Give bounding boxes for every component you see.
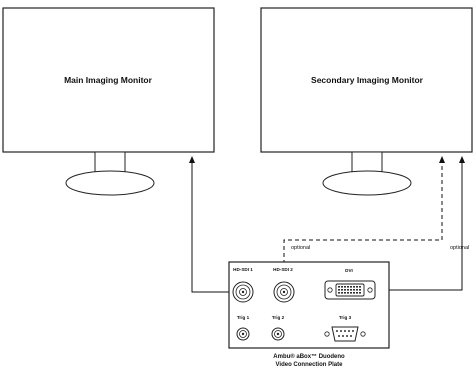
trig2-port — [271, 327, 285, 341]
trig2-label: Trig 2 — [271, 315, 285, 320]
secondary-monitor — [260, 7, 473, 196]
plate-caption-line2: Video Connection Plate — [275, 362, 343, 368]
dvi-label: DVI — [345, 268, 353, 273]
arrow-secondary-dashed — [439, 156, 445, 163]
hdsdi1-label: HD-SDI 1 — [233, 267, 253, 272]
plate-caption-line1: Ambu® aBox™ Duodeno — [273, 354, 345, 360]
trig1-port — [236, 327, 250, 341]
trig3-label: Trig 3 — [338, 315, 352, 320]
hdsdi1-port — [232, 281, 254, 303]
optional-label-right: optional — [450, 245, 470, 251]
arrow-main — [189, 156, 195, 163]
arrow-secondary-solid — [459, 156, 465, 163]
optional-label-left: optional — [291, 245, 311, 251]
main-monitor — [2, 7, 215, 196]
cable-dvi-secondary — [374, 162, 463, 291]
hdsdi2-label: HD-SDI 2 — [273, 267, 293, 272]
hdsdi2-port — [273, 281, 295, 303]
cable-hdsdi1-main — [191, 162, 243, 293]
main-monitor-label: Main Imaging Monitor — [64, 75, 152, 85]
plate-caption: Ambu® aBox™ Duodeno Video Connection Pla… — [273, 353, 344, 369]
secondary-monitor-label: Secondary Imaging Monitor — [311, 75, 423, 85]
cable-hdsdi2-secondary — [283, 162, 443, 292]
trig1-label: Trig 1 — [236, 315, 250, 320]
dvi-port — [324, 280, 376, 300]
trig3-port — [324, 326, 366, 342]
connection-plate — [228, 261, 390, 349]
